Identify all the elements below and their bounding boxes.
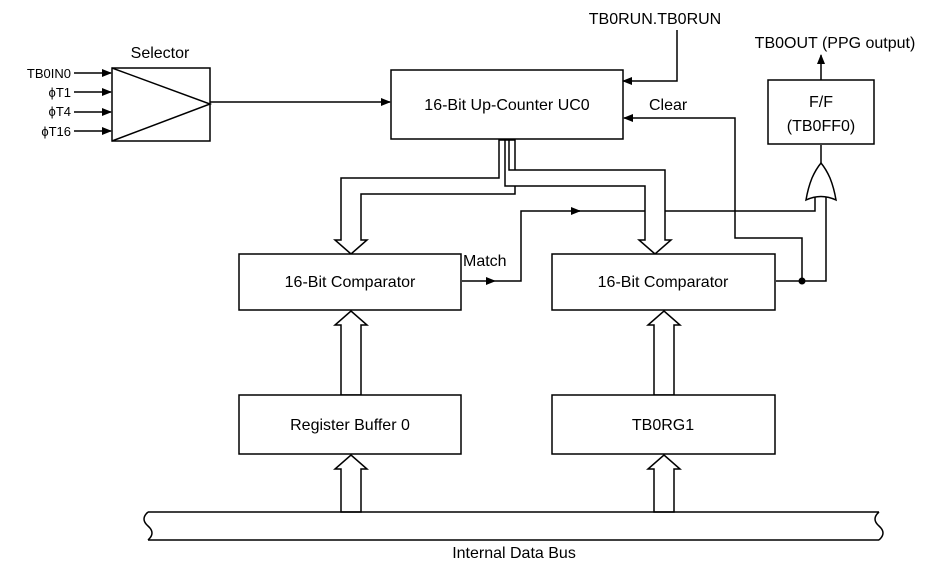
clear-arrow — [623, 114, 803, 281]
match-label: Match — [463, 253, 507, 270]
data-bus-label: Internal Data Bus — [452, 545, 576, 562]
clear-label: Clear — [649, 97, 688, 114]
counter-bus-left-icon — [333, 139, 516, 255]
selector-triangle — [111, 67, 213, 142]
comparator-right-box — [551, 253, 776, 311]
tb0rg1-to-comparator-icon — [646, 310, 682, 396]
bus-to-tb0rg1-icon — [646, 454, 682, 513]
comparator-left-box — [238, 253, 462, 311]
bus-to-buffer-icon — [333, 454, 369, 513]
data-bus-right-break — [874, 511, 884, 541]
comparator-right-label: 16-Bit Comparator — [598, 274, 729, 291]
match-route-arrow — [495, 207, 581, 282]
or-gate-icon — [805, 161, 837, 202]
up-counter-box — [390, 69, 624, 140]
selector-box — [111, 67, 211, 142]
register-buffer-label: Register Buffer 0 — [290, 417, 410, 434]
input-phit4: ϕT4 — [49, 104, 71, 119]
flipflop-label-2: (TB0FF0) — [787, 118, 855, 135]
compare-to-or-wire — [776, 197, 827, 282]
buffer-to-comparator-icon — [333, 310, 369, 396]
output-label: TB0OUT (PPG output) — [755, 35, 916, 52]
data-bus-left-break — [143, 511, 153, 541]
flipflop-label-1: F/F — [809, 94, 833, 111]
comparator-left-label: 16-Bit Comparator — [285, 274, 416, 291]
selector-title: Selector — [131, 45, 190, 62]
input-phit1: ϕT1 — [49, 85, 71, 100]
input-tb0in0: TB0IN0 — [27, 66, 71, 81]
run-signal-arrow — [622, 30, 678, 85]
counter-bus-right-icon — [504, 139, 673, 255]
flipflop-box — [767, 79, 875, 145]
register-buffer-box — [238, 394, 462, 455]
register-tb0rg1-label: TB0RG1 — [632, 417, 694, 434]
up-counter-label: 16-Bit Up-Counter UC0 — [424, 97, 590, 114]
input-phit16: ϕT16 — [41, 124, 71, 139]
run-signal-label: TB0RUN.TB0RUN — [589, 11, 721, 28]
match-to-or-wire — [578, 197, 816, 212]
junction-dot — [798, 277, 806, 285]
register-tb0rg1-box — [551, 394, 776, 455]
